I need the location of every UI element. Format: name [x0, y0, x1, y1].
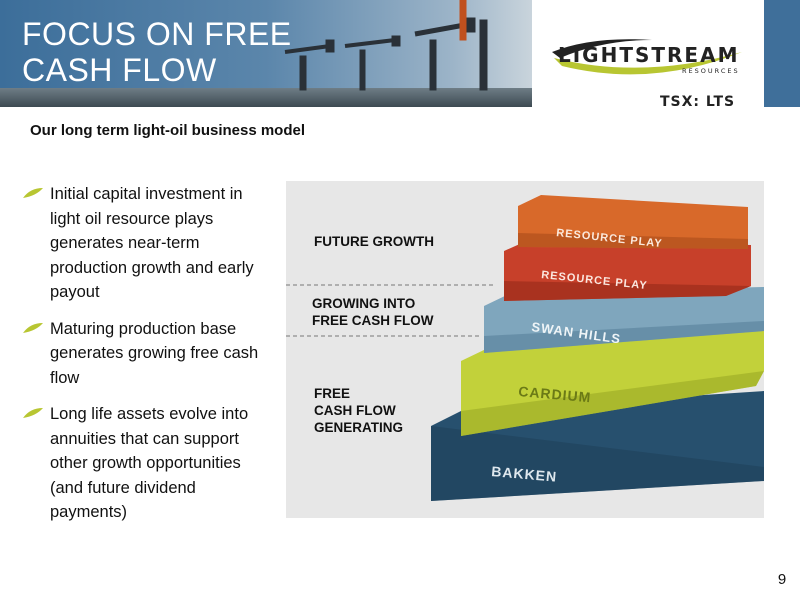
header: FOCUS ON FREE CASH FLOW LIGHTSTREAM RESO… — [0, 0, 800, 110]
logo-subtext: RESOURCES — [682, 67, 740, 75]
bullet-text: Long life assets evolve into annuities t… — [50, 405, 249, 521]
zone-label-free-cash-flow: FREE CASH FLOW GENERATING — [314, 385, 403, 436]
bullet-text: Maturing production base generates growi… — [50, 319, 259, 387]
header-banner: FOCUS ON FREE CASH FLOW — [0, 0, 532, 107]
leaf-bullet-icon — [23, 188, 43, 198]
title-line-2: CASH FLOW — [22, 52, 217, 88]
bullet-item: Long life assets evolve into annuities t… — [22, 402, 277, 525]
zone-label-future-growth: FUTURE GROWTH — [314, 233, 434, 250]
zone-label-growing: GROWING INTO FREE CASH FLOW — [312, 295, 434, 329]
zone-free-line-1: FREE — [314, 386, 351, 401]
leaf-bullet-icon — [23, 408, 43, 418]
page-number: 9 — [777, 571, 787, 588]
bullet-item: Maturing production base generates growi… — [22, 317, 277, 391]
bullet-text: Initial capital investment in light oil … — [50, 185, 254, 301]
lightstream-logo: LIGHTSTREAM RESOURCES — [552, 39, 742, 75]
title-line-1: FOCUS ON FREE — [22, 16, 292, 52]
layer-resource-play-upper: RESOURCE PLAY — [518, 195, 748, 250]
layer-resource-play-lower: RESOURCE PLAY — [504, 239, 751, 301]
rock-layers-graphic: BAKKEN CARDIUM SWAN HILLS RESOURCE PLAY … — [286, 195, 764, 501]
bullet-list: Initial capital investment in light oil … — [22, 182, 277, 537]
slide-subtitle: Our long term light-oil business model — [30, 122, 306, 139]
leaf-bullet-icon — [23, 322, 43, 333]
company-logo: LIGHTSTREAM RESOURCES — [532, 0, 764, 107]
zone-free-line-3: GENERATING — [314, 420, 404, 435]
zone-growing-line-2: FREE CASH FLOW — [312, 313, 434, 328]
layer-label-bakken: BAKKEN — [491, 463, 558, 485]
logo-wordmark: LIGHTSTREAM — [558, 43, 739, 67]
page-title: FOCUS ON FREE CASH FLOW — [22, 16, 292, 88]
zone-future-text: FUTURE GROWTH — [314, 234, 434, 249]
bullet-item: Initial capital investment in light oil … — [22, 182, 277, 305]
header-accent-bar — [764, 0, 800, 107]
ticker-symbol: TSX: LTS — [660, 94, 736, 110]
zone-growing-line-1: GROWING INTO — [312, 296, 416, 311]
layer-diagram: BAKKEN CARDIUM SWAN HILLS RESOURCE PLAY … — [286, 181, 764, 518]
zone-free-line-2: CASH FLOW — [314, 403, 396, 418]
layer-label-cardium: CARDIUM — [518, 383, 592, 405]
oil-field-banner-image — [0, 0, 532, 107]
layer-swan-hills: SWAN HILLS — [484, 287, 764, 353]
